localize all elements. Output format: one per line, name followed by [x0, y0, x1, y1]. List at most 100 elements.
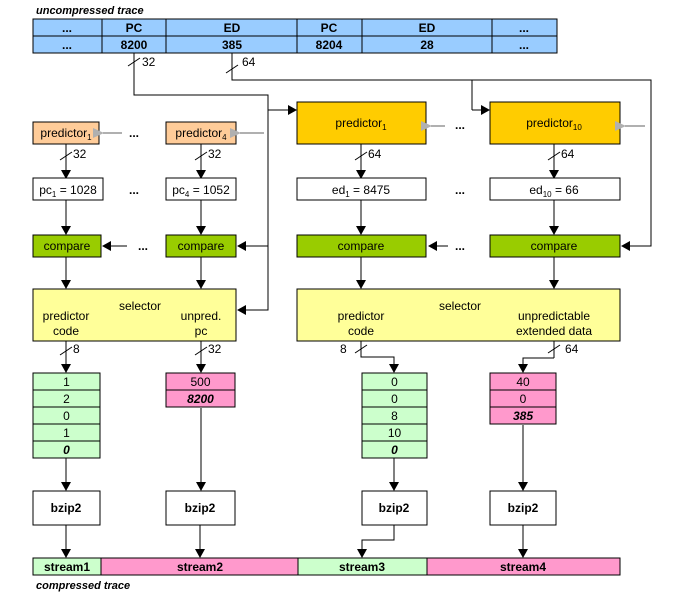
ed-prediction-ellipsis: ...: [455, 183, 465, 197]
ed-selector-code-label-line1: predictor: [338, 309, 385, 323]
stream4-label: stream4: [500, 560, 546, 574]
trace-value-cell: ...: [519, 38, 529, 52]
bzip2-label-4: bzip2: [508, 501, 539, 515]
pc-selector-code-label-line2: code: [53, 324, 79, 338]
trace-header-cell: ...: [519, 21, 529, 35]
ed-code-width: 8: [340, 342, 347, 356]
bzip2-label-2: bzip2: [185, 501, 216, 515]
trace-value-cell: 8200: [121, 38, 148, 52]
ed-predictor-10-label: predictor10: [526, 116, 582, 132]
bzip2-box-3: [361, 490, 428, 526]
ed-prediction-10-value: ed10 = 66: [529, 183, 579, 199]
pc-predictor-1-width: 32: [73, 147, 87, 161]
ed-compare-1-label: compare: [338, 239, 385, 253]
bzip2-label-1: bzip2: [51, 501, 82, 515]
ed-code-buffer: 0 0 8 10 0: [361, 372, 428, 459]
pc-unpred-buffer: 500 8200: [165, 372, 236, 408]
ed-predictor-10-width: 64: [561, 147, 575, 161]
pc-selector-code-label-line1: predictor: [43, 309, 90, 323]
trace-header-cell: ED: [224, 21, 241, 35]
stream-bar: [32, 557, 621, 576]
pc-bus: [127, 53, 297, 315]
pc-compare-1-label: compare: [44, 239, 91, 253]
pc-code-buffer: 1 2 0 1 0: [32, 372, 101, 459]
buffer-cell: [489, 406, 557, 425]
ed-selector-unpred-label-line1: unpredictable: [518, 309, 590, 323]
ed-compare-10-box: [489, 234, 621, 258]
ed-compare-ellipsis: ...: [455, 239, 465, 253]
ed-bus-width: 64: [242, 55, 256, 69]
buffer-value: 1: [63, 375, 70, 389]
trace-table: [32, 18, 558, 54]
pc-predictor-4-label: predictor4: [175, 126, 227, 142]
pc-selector-unpred-label-line2: pc: [195, 324, 208, 338]
ed-selector-unpred-label-line2: extended data: [516, 324, 592, 338]
trace-value-cell: 28: [420, 38, 434, 52]
bzip2-box-1: [32, 490, 101, 526]
ed-predictor-1-label: predictor1: [335, 116, 387, 132]
buffer-value: 500: [190, 375, 210, 389]
pc-compare-4-label: compare: [178, 239, 225, 253]
trace-header-cell: ED: [419, 21, 436, 35]
stream1-label: stream1: [44, 560, 90, 574]
selector-output-arrows: [59, 341, 561, 373]
buffer-value: 0: [391, 392, 398, 406]
pc-code-width: 8: [73, 342, 80, 356]
buffer-value: 0: [63, 443, 70, 457]
ed-selector-box: [296, 288, 621, 342]
buffer-to-bzip2-arrows: [61, 408, 528, 491]
pc-compare-1-box: [32, 234, 102, 258]
trace-value-cell: 385: [222, 38, 242, 52]
ed-predictor-10-box: [489, 101, 621, 145]
ed-predictor-1-width: 64: [368, 147, 382, 161]
pc-compare-ellipsis: ...: [138, 239, 148, 253]
stream4-cell: [426, 557, 621, 576]
ed-compare-10-label: compare: [531, 239, 578, 253]
ed-predictor-ellipsis: ...: [455, 118, 465, 132]
compressed-trace-caption: compressed trace: [36, 580, 130, 592]
buffer-value: 0: [63, 409, 70, 423]
trace-header-cell: PC: [321, 21, 338, 35]
buffer-value: 8: [391, 409, 398, 423]
pc-selector-unpred-label-line1: unpred.: [181, 309, 222, 323]
buffer-value: 8200: [187, 392, 214, 406]
prediction-to-compare-arrows: [61, 200, 559, 235]
pc-selector-box: [32, 288, 237, 342]
buffer-value: 2: [63, 392, 70, 406]
pc-predictor-ellipsis: ...: [129, 126, 139, 140]
ed-prediction-1-value: ed1 = 8475: [332, 183, 391, 199]
pc-bus-width: 32: [142, 55, 156, 69]
buffer-value: 0: [520, 392, 527, 406]
bzip2-box-4: [489, 490, 557, 526]
buffer-value: 40: [516, 375, 530, 389]
pc-prediction-4-value: pc4 = 1052: [172, 183, 230, 199]
buffer-value: 1: [63, 426, 70, 440]
pc-selector-label: selector: [119, 299, 161, 313]
ed-unpred-buffer: 40 0 385: [489, 372, 557, 425]
stream3-label: stream3: [339, 560, 385, 574]
pc-predictor-1-label: predictor1: [40, 126, 92, 142]
trace-value-cell: 8204: [316, 38, 343, 52]
bzip2-box-2: [165, 490, 236, 526]
ed-unpred-width: 64: [565, 342, 579, 356]
buffer-value: 10: [388, 426, 402, 440]
compare-to-selector-arrows: [61, 257, 559, 289]
pc-prediction-1-box: [32, 177, 104, 201]
ed-bus: [225, 53, 652, 251]
bzip2-to-stream-arrows: [61, 525, 528, 558]
trace-value-cell: ...: [62, 38, 72, 52]
buffer-value: 385: [513, 409, 533, 423]
ed-selector-code-label-line2: code: [348, 324, 374, 338]
pc-prediction-1-value: pc1 = 1028: [39, 183, 97, 199]
bzip2-label-3: bzip2: [379, 501, 410, 515]
trace-header-cell: PC: [126, 21, 143, 35]
pc-prediction-ellipsis: ...: [129, 183, 139, 197]
ed-selector-label: selector: [439, 299, 481, 313]
ed-prediction-10-box: [489, 177, 621, 201]
uncompressed-trace-caption: uncompressed trace: [36, 5, 144, 17]
predictor-output-arrows: [59, 144, 561, 179]
buffer-value: 0: [391, 375, 398, 389]
pc-unpred-width: 32: [208, 342, 222, 356]
buffer-value: 0: [391, 443, 398, 457]
